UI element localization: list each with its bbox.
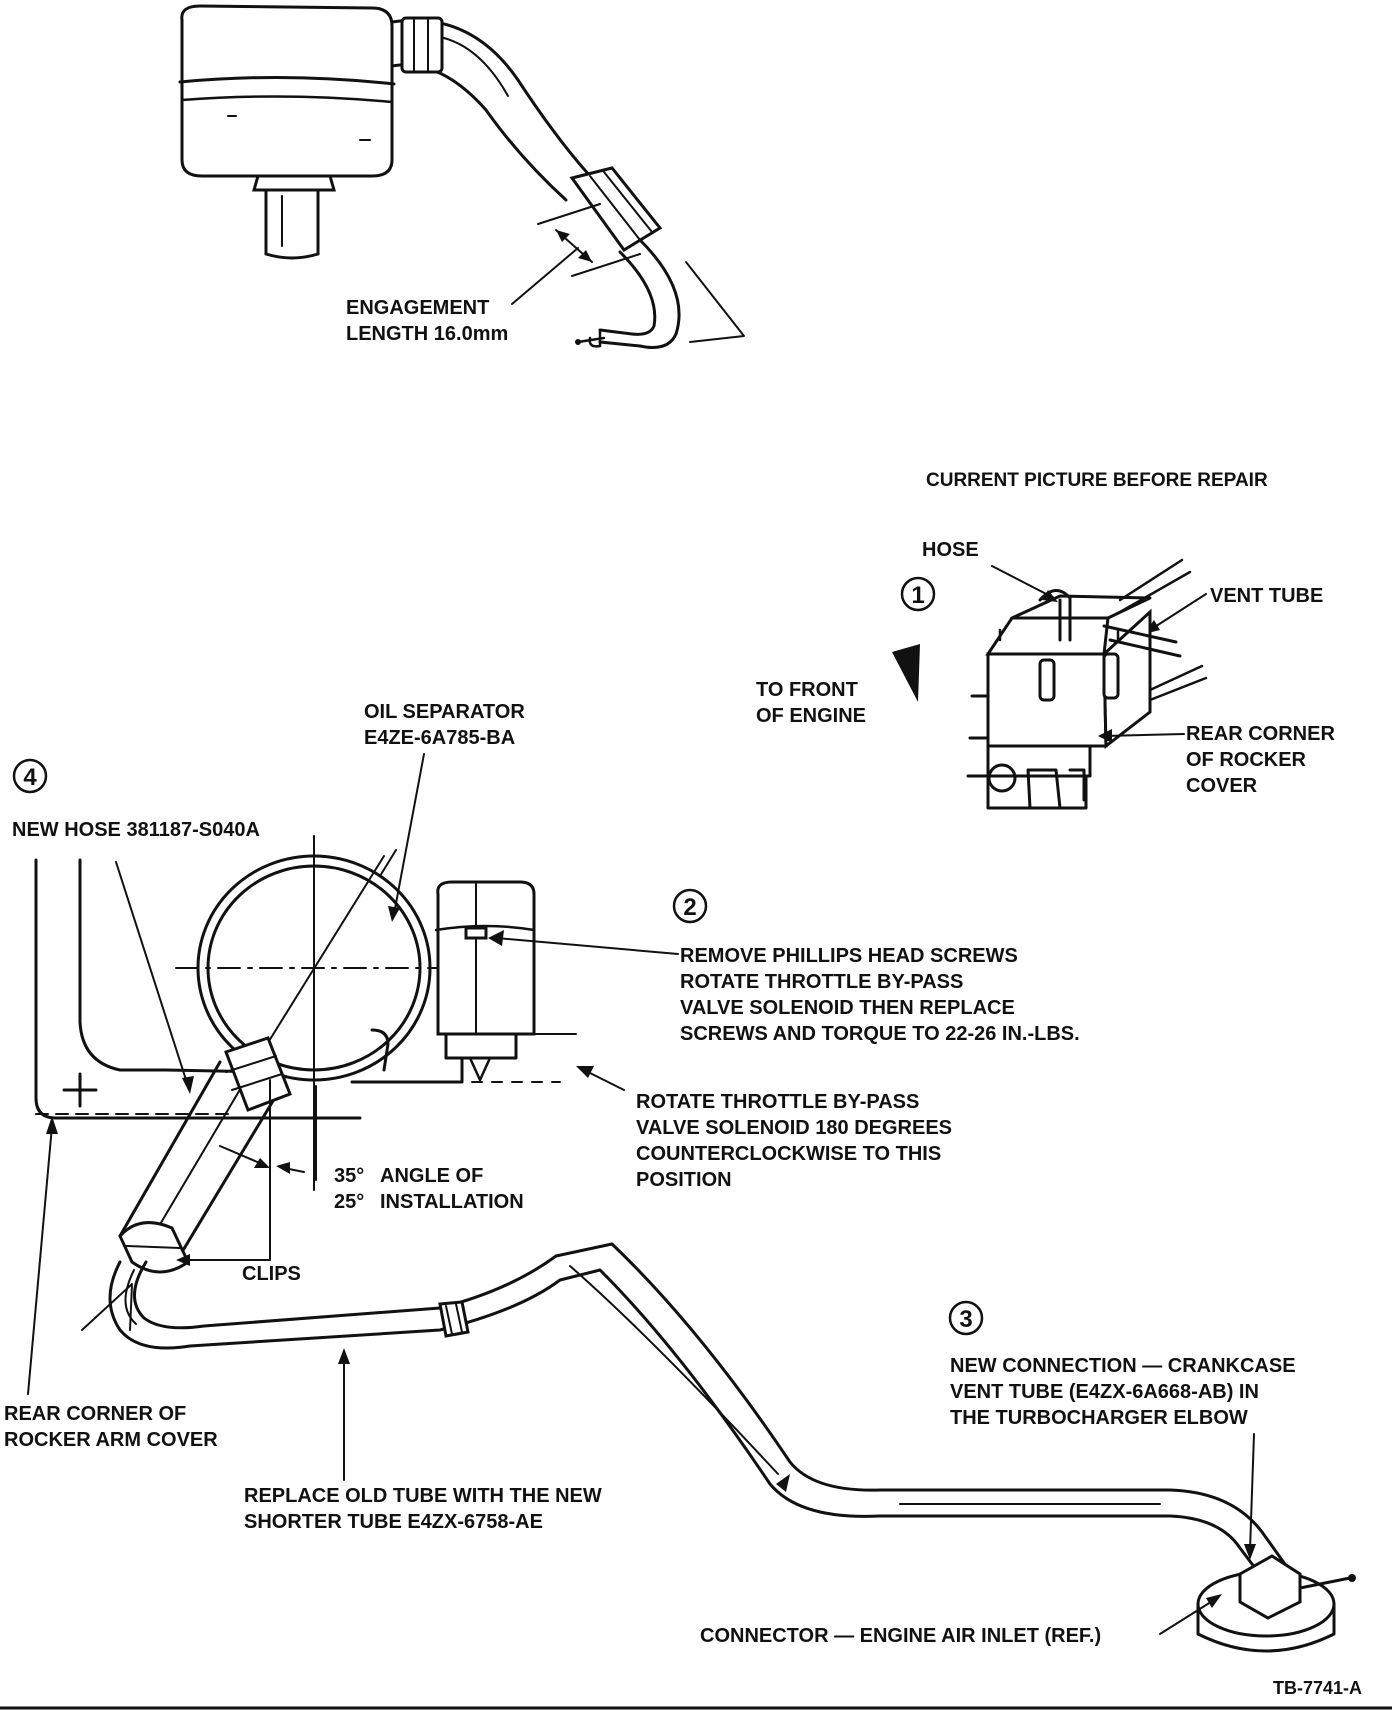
- angle-value-2: 25°: [334, 1191, 364, 1213]
- to-front-label-line2: OF ENGINE: [756, 705, 866, 727]
- callout-3-new-connection: 3 NEW CONNECTION — CRANKCASE VENT TUBE (…: [948, 1300, 1296, 1560]
- top-separator-detail: ENGAGEMENT LENGTH 16.0mm: [178, 4, 745, 349]
- oil-separator-label-line2: E4ZE-6A785-BA: [364, 727, 515, 749]
- to-front-arrow-icon: [892, 644, 920, 702]
- callout-4-number: 4: [23, 764, 37, 791]
- rear-corner-rocker-cover-line3: COVER: [1186, 775, 1258, 797]
- installation-angle-callout: 35° ANGLE OF 25° INSTALLATION: [176, 1079, 524, 1266]
- angle-label-2: INSTALLATION: [380, 1191, 524, 1213]
- rotate-note-line2: VALVE SOLENOID 180 DEGREES: [636, 1117, 952, 1139]
- to-front-label-line1: TO FRONT: [756, 679, 858, 701]
- callout-3-line2: VENT TUBE (E4ZX-6A668-AB) IN: [950, 1381, 1259, 1403]
- engagement-label-line1: ENGAGEMENT: [346, 297, 489, 319]
- rear-corner-arm-line2: ROCKER ARM COVER: [4, 1429, 218, 1451]
- callout-2-number: 2: [683, 894, 696, 921]
- figure-id: TB-7741-A: [1273, 1678, 1362, 1698]
- hose-label: HOSE: [922, 539, 979, 561]
- before-repair-header: CURRENT PICTURE BEFORE REPAIR: [926, 470, 1268, 491]
- vent-tube-label: VENT TUBE: [1210, 585, 1323, 607]
- callout-3-number: 3: [959, 1306, 972, 1333]
- rotate-note-line4: POSITION: [636, 1169, 732, 1191]
- angle-label-1: ANGLE OF: [380, 1165, 483, 1187]
- callout-3-line1: NEW CONNECTION — CRANKCASE: [950, 1355, 1296, 1377]
- replace-tube-line2: SHORTER TUBE E4ZX-6758-AE: [244, 1511, 543, 1533]
- callout-2-badge: 2: [672, 888, 708, 924]
- callout-1-before-repair: CURRENT PICTURE BEFORE REPAIR 1 HOSE VEN…: [756, 470, 1335, 810]
- rotate-solenoid-note: ROTATE THROTTLE BY-PASS VALVE SOLENOID 1…: [576, 1066, 952, 1191]
- callout-1-number: 1: [911, 582, 924, 609]
- air-inlet-connector-drawing: [1196, 1554, 1356, 1653]
- new-hose-and-tube: [108, 1036, 1356, 1653]
- callout-2-line2: ROTATE THROTTLE BY-PASS: [680, 971, 963, 993]
- callout-4-new-hose: 4 NEW HOSE 381187-S040A: [12, 758, 362, 1120]
- callout-3-badge: 3: [948, 1300, 984, 1336]
- new-hose-label: NEW HOSE 381187-S040A: [12, 819, 260, 841]
- rocker-cover-before-drawing: [966, 558, 1208, 810]
- callout-2-line3: VALVE SOLENOID THEN REPLACE: [680, 997, 1015, 1019]
- rear-corner-rocker-cover-line2: OF ROCKER: [1186, 749, 1307, 771]
- engagement-dimension: [511, 203, 641, 345]
- rear-corner-arm-line1: REAR CORNER OF: [4, 1403, 186, 1425]
- rear-corner-rocker-cover-line1: REAR CORNER: [1186, 723, 1335, 745]
- engagement-label-line2: LENGTH 16.0mm: [346, 323, 508, 345]
- connector-note: CONNECTOR — ENGINE AIR INLET (REF.): [700, 1594, 1222, 1647]
- angle-value-1: 35°: [334, 1165, 364, 1187]
- clips-label: CLIPS: [242, 1263, 301, 1285]
- separator-canister-drawing: [178, 4, 396, 260]
- callout-2-phillips-screws: 2 REMOVE PHILLIPS HEAD SCREWS ROTATE THR…: [488, 888, 1080, 1045]
- connector-label: CONNECTOR — ENGINE AIR INLET (REF.): [700, 1625, 1101, 1647]
- rotate-note-line1: ROTATE THROTTLE BY-PASS: [636, 1091, 919, 1113]
- bypass-valve-solenoid-drawing: [350, 880, 577, 1084]
- rotate-note-line3: COUNTERCLOCKWISE TO THIS: [636, 1143, 941, 1165]
- new-shorter-tube-drawing: [108, 1242, 1294, 1590]
- oil-separator-label-line1: OIL SEPARATOR: [364, 701, 525, 723]
- oil-separator-drawing: [175, 835, 461, 1191]
- top-hose-drawing: [390, 16, 745, 349]
- replace-tube-note: REPLACE OLD TUBE WITH THE NEW SHORTER TU…: [244, 1348, 602, 1533]
- callout-2-line1: REMOVE PHILLIPS HEAD SCREWS: [680, 945, 1018, 967]
- replace-tube-line1: REPLACE OLD TUBE WITH THE NEW: [244, 1485, 602, 1507]
- callout-4-badge: 4: [12, 758, 48, 794]
- callout-3-line3: THE TURBOCHARGER ELBOW: [950, 1407, 1248, 1429]
- oil-separator-assembly: OIL SEPARATOR E4ZE-6A785-BA: [175, 701, 577, 1191]
- callout-1-badge: 1: [900, 576, 936, 612]
- rocker-arm-cover-outline: [34, 858, 362, 1120]
- callout-2-line4: SCREWS AND TORQUE TO 22-26 IN.-LBS.: [680, 1023, 1080, 1045]
- new-hose-drawing: [118, 1036, 292, 1274]
- rear-corner-rocker-arm-cover: REAR CORNER OF ROCKER ARM COVER: [4, 1116, 218, 1451]
